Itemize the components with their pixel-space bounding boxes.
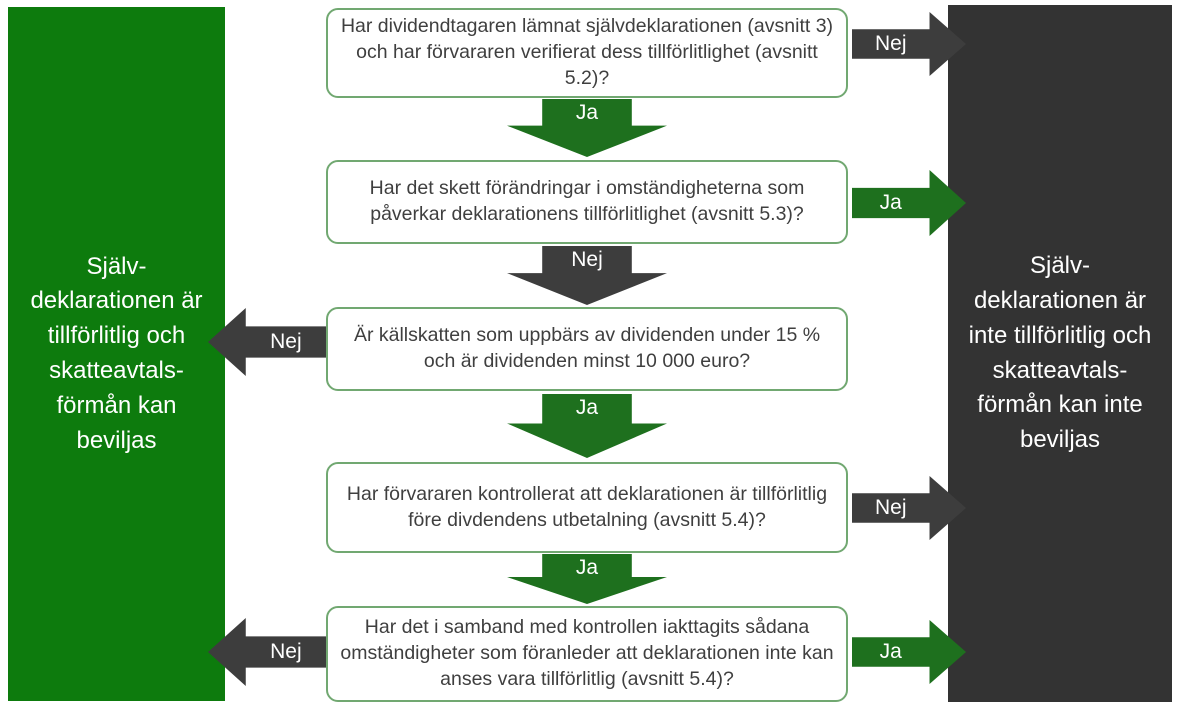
arrow-label: Nej	[270, 330, 302, 353]
question-box-2-text: Har det skett förändringar i omständighe…	[369, 177, 805, 225]
arrow-label: Ja	[879, 640, 902, 663]
arrow-label: Nej	[875, 32, 907, 55]
question-box-5-text: Har det i samband med kontrollen iakttag…	[340, 616, 834, 690]
arrow-label: Nej	[270, 640, 302, 663]
arrow-label: Ja	[879, 191, 902, 214]
arrow-label: Ja	[575, 101, 599, 124]
result-panel-reliable: Själv- deklarationen är tillförlitlig oc…	[8, 7, 225, 701]
question-box-3-text: Är källskatten som uppbärs av dividenden…	[353, 324, 821, 372]
question-box-1-text: Har dividendtagaren lämnat självdeklarat…	[340, 15, 834, 89]
question-box-4: Har förvararen kontrollerat att deklarat…	[326, 462, 848, 553]
question-box-5: Har det i samband med kontrollen iakttag…	[326, 606, 848, 702]
arrow-label: Ja	[575, 396, 599, 419]
arrow-label: Ja	[575, 556, 599, 579]
arrow-box5-nej-left: Nej	[208, 618, 326, 686]
question-box-2: Har det skett förändringar i omständighe…	[326, 160, 848, 244]
arrow-box1-ja-down: Ja	[507, 99, 667, 157]
arrow-box3-nej-left: Nej	[208, 308, 326, 376]
result-panel-reliable-text: Själv- deklarationen är tillförlitlig oc…	[30, 252, 203, 454]
result-panel-not-reliable: Själv- deklarationen är inte tillförlitl…	[948, 5, 1172, 702]
arrow-box3-ja-down: Ja	[507, 394, 667, 458]
question-box-3: Är källskatten som uppbärs av dividenden…	[326, 307, 848, 391]
arrow-label: Nej	[875, 496, 907, 519]
question-box-4-text: Har förvararen kontrollerat att deklarat…	[346, 482, 828, 531]
question-box-1: Har dividendtagaren lämnat självdeklarat…	[326, 8, 848, 98]
arrow-label: Nej	[571, 248, 603, 271]
arrow-box4-ja-down: Ja	[507, 554, 667, 604]
result-panel-not-reliable-text: Själv- deklarationen är inte tillförlitl…	[968, 252, 1152, 454]
arrow-box2-nej-down: Nej	[507, 246, 667, 305]
